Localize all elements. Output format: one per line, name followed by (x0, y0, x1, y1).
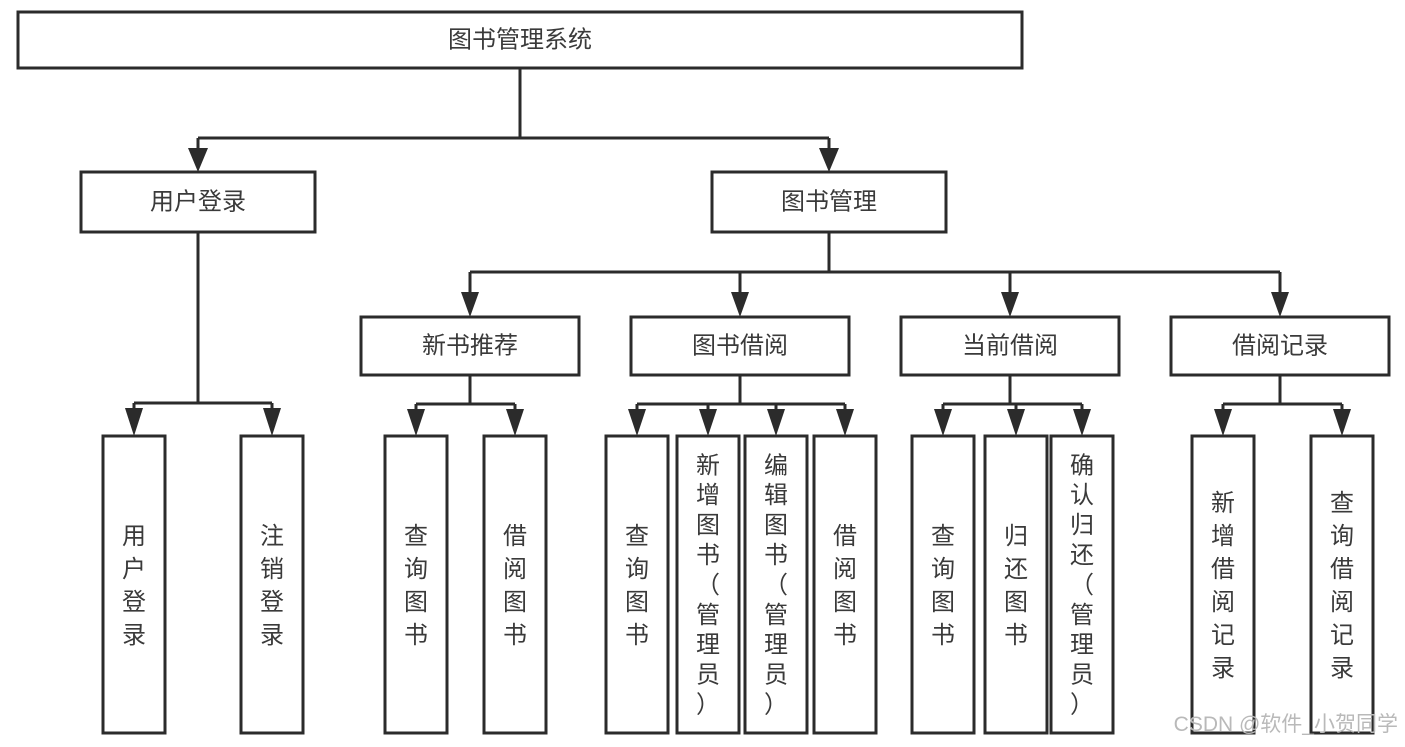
node-op-rec-add-label: 新增借阅记录 (1211, 490, 1235, 682)
node-current-borrow-box[interactable] (899, 315, 1121, 377)
node-op-rec-query2-box[interactable] (1309, 434, 1375, 735)
node-op-cur-confirm[interactable]: 确认归还（管理员） (1049, 434, 1115, 735)
node-op-user-login-box[interactable] (101, 434, 167, 735)
arrowhead-op-brw-borrow (836, 409, 854, 436)
arrowhead-user-login (188, 148, 208, 172)
arrowhead-op-rec-add (1214, 409, 1232, 436)
node-op-rec-query-box[interactable] (383, 434, 449, 735)
node-op-cur-query-label: 查询图书 (931, 523, 955, 649)
node-borrow-record-label: 借阅记录 (1232, 332, 1328, 359)
node-op-cur-return-label: 归还图书 (1004, 523, 1028, 649)
node-current-borrow-label: 当前借阅 (962, 332, 1058, 359)
node-root-box[interactable] (16, 10, 1024, 70)
arrowhead-op-user-logout (263, 408, 281, 436)
node-current-borrow[interactable]: 当前借阅 (899, 315, 1121, 377)
node-book-manage-label: 图书管理 (781, 188, 877, 215)
arrowhead-op-cur-return (1007, 409, 1025, 436)
node-op-rec-borrow-box[interactable] (482, 434, 548, 735)
node-user-login-box[interactable] (79, 170, 317, 234)
node-op-user-logout-label: 注销登录 (260, 523, 284, 649)
node-new-book-rec-label: 新书推荐 (422, 332, 518, 359)
node-op-rec-query2[interactable]: 查询借阅记录 (1309, 434, 1375, 735)
node-book-manage[interactable]: 图书管理 (710, 170, 948, 234)
node-op-rec-borrow-label: 借阅图书 (503, 523, 527, 649)
node-op-cur-confirm-box[interactable] (1049, 434, 1115, 735)
node-book-borrow[interactable]: 图书借阅 (629, 315, 851, 377)
node-op-brw-borrow-label: 借阅图书 (833, 523, 857, 649)
node-book-borrow-label: 图书借阅 (692, 332, 788, 359)
node-op-rec-borrow[interactable]: 借阅图书 (482, 434, 548, 735)
arrowhead-book-manage (819, 148, 839, 172)
node-op-cur-query[interactable]: 查询图书 (910, 434, 976, 735)
arrowhead-book-borrow (731, 292, 749, 317)
node-book-manage-box[interactable] (710, 170, 948, 234)
node-op-brw-add-label: 新增图书（管理员） (696, 452, 720, 718)
csdn-watermark: CSDN @软件_小贺同学 (1174, 713, 1398, 736)
node-op-rec-query[interactable]: 查询图书 (383, 434, 449, 735)
arrowhead-op-rec-borrow (506, 409, 524, 436)
arrowhead-op-cur-confirm (1073, 409, 1091, 436)
node-op-user-login[interactable]: 用户登录 (101, 434, 167, 735)
arrowhead-op-cur-query (934, 409, 952, 436)
node-borrow-record-box[interactable] (1169, 315, 1391, 377)
arrowhead-op-rec-query (407, 409, 425, 436)
node-op-rec-query-label: 查询图书 (404, 523, 428, 649)
node-new-book-rec-box[interactable] (359, 315, 581, 377)
node-op-brw-add[interactable]: 新增图书（管理员） (675, 434, 741, 735)
arrowhead-op-brw-edit (767, 409, 785, 436)
node-op-brw-add-box[interactable] (675, 434, 741, 735)
node-op-cur-return-box[interactable] (983, 434, 1049, 735)
node-op-rec-add-box[interactable] (1190, 434, 1256, 735)
arrowhead-op-user-login (125, 408, 143, 436)
arrowhead-borrow-record (1271, 292, 1289, 317)
node-op-brw-borrow-box[interactable] (812, 434, 878, 735)
node-op-brw-borrow[interactable]: 借阅图书 (812, 434, 878, 735)
node-op-cur-query-box[interactable] (910, 434, 976, 735)
node-op-brw-edit[interactable]: 编辑图书（管理员） (743, 434, 809, 735)
node-op-cur-return[interactable]: 归还图书 (983, 434, 1049, 735)
node-op-user-login-label: 用户登录 (122, 523, 146, 649)
node-book-borrow-box[interactable] (629, 315, 851, 377)
node-user-login-label: 用户登录 (150, 188, 246, 215)
arrowhead-op-brw-add (699, 409, 717, 436)
edges-layer (125, 68, 1351, 436)
node-op-brw-query-box[interactable] (604, 434, 670, 735)
arrowhead-new-book-rec (461, 292, 479, 317)
arrowhead-current-borrow (1001, 292, 1019, 317)
node-borrow-record[interactable]: 借阅记录 (1169, 315, 1391, 377)
node-root-label: 图书管理系统 (448, 26, 592, 53)
node-op-brw-query-label: 查询图书 (625, 523, 649, 649)
arrowhead-op-rec-query2 (1333, 409, 1351, 436)
node-op-user-logout-box[interactable] (239, 434, 305, 735)
node-op-brw-query[interactable]: 查询图书 (604, 434, 670, 735)
node-op-rec-query2-label: 查询借阅记录 (1330, 490, 1354, 682)
node-op-rec-add[interactable]: 新增借阅记录 (1190, 434, 1256, 735)
node-root[interactable]: 图书管理系统 (16, 10, 1024, 70)
node-op-cur-confirm-label: 确认归还（管理员） (1070, 452, 1094, 718)
node-op-brw-edit-label: 编辑图书（管理员） (764, 452, 788, 718)
arrowhead-op-brw-query (628, 409, 646, 436)
node-op-user-logout[interactable]: 注销登录 (239, 434, 305, 735)
node-user-login[interactable]: 用户登录 (79, 170, 317, 234)
node-op-brw-edit-box[interactable] (743, 434, 809, 735)
node-new-book-rec[interactable]: 新书推荐 (359, 315, 581, 377)
